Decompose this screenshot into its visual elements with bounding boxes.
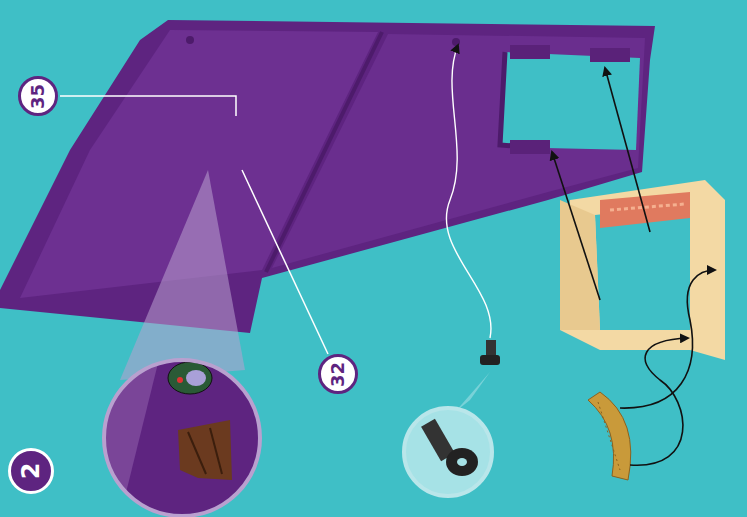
wall-panel <box>0 20 655 333</box>
leader-line <box>60 96 328 354</box>
assembly-arrow <box>446 45 715 465</box>
pin-part <box>480 340 500 365</box>
callout-number: 35 <box>18 76 58 116</box>
callout-text: 2 <box>17 463 45 480</box>
callout-number: 32 <box>318 354 358 394</box>
callout-text: 32 <box>328 361 349 386</box>
shutter-part <box>588 392 631 480</box>
callout-number: 2 <box>8 448 54 494</box>
callout-text: 35 <box>28 83 49 108</box>
detail-magnifier <box>100 355 270 517</box>
